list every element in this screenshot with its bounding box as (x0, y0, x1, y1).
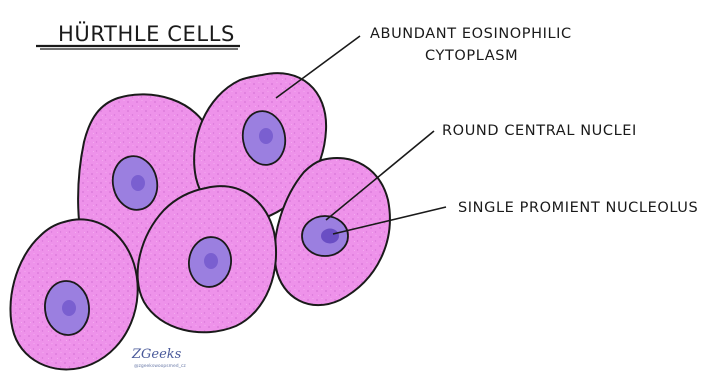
label-cytoplasm-line1: ABUNDANT EOSINOPHILIC (370, 26, 572, 42)
label-cytoplasm-line2: CYTOPLASM (425, 48, 518, 64)
logo-handle: @zgeekswoopsmed_cz (134, 363, 186, 369)
zgeeks-logo: ZGeeks @zgeekswoopsmed_cz (131, 347, 186, 369)
diagram-title: HÜRTHLE CELLS (58, 21, 235, 46)
nucleolus-top-center (259, 128, 273, 144)
leader-cytoplasm (276, 36, 360, 98)
cell-bottom-left (10, 219, 137, 369)
label-nucleolus: SINGLE PROMIENT NUCLEOLUS (458, 200, 698, 216)
nucleolus-right (321, 229, 339, 244)
logo-signature: ZGeeks (131, 347, 182, 362)
nucleolus-bottom-left (62, 300, 76, 316)
label-nuclei: ROUND CENTRAL NUCLEI (442, 123, 637, 139)
nucleolus-center (204, 253, 218, 269)
nucleolus-top-left (131, 175, 145, 191)
